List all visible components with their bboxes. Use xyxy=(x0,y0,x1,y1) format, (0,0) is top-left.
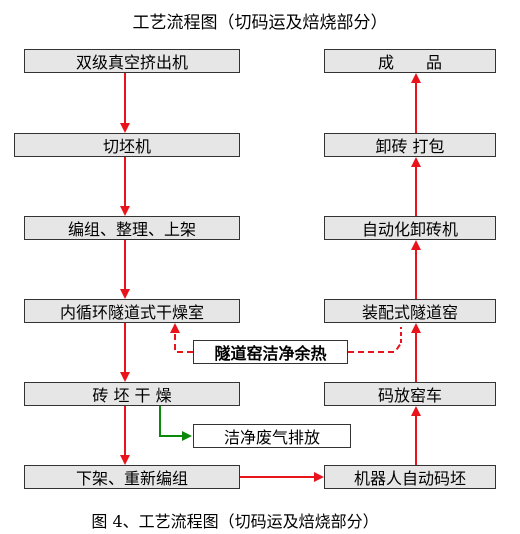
node-extruder: 双级真空挤出机 xyxy=(24,49,240,73)
node-exhaust: 洁净废气排放 xyxy=(193,424,351,448)
node-tunnel-kiln: 装配式隧道窑 xyxy=(324,299,496,323)
diagram-title: 工艺流程图（切码运及焙烧部分） xyxy=(132,13,388,33)
node-unloading: 下架、重新编组 xyxy=(24,465,240,489)
arrow-waste-heat-to-dryer xyxy=(170,323,193,353)
node-product: 成 品 xyxy=(324,49,496,73)
figure-caption: 图 4、工艺流程图（切码运及焙烧部分） xyxy=(91,512,379,531)
node-dryer: 内循环隧道式干燥室 xyxy=(24,299,240,323)
node-waste-heat: 隧道窑洁净余热 xyxy=(193,340,348,364)
node-kiln-car: 码放窑车 xyxy=(324,382,496,406)
node-grouping: 编组、整理、上架 xyxy=(24,216,240,240)
node-unload-pack: 卸砖 打包 xyxy=(324,133,496,157)
node-cutter: 切坯机 xyxy=(14,133,240,157)
node-auto-unloader: 自动化卸砖机 xyxy=(324,216,496,240)
node-robot-stacking: 机器人自动码坯 xyxy=(324,465,496,489)
node-brick-drying: 砖 坯 干 燥 xyxy=(24,382,240,406)
dashed-kiln-to-waste-heat xyxy=(348,342,402,353)
arrow-drying-to-exhaust xyxy=(159,406,192,441)
